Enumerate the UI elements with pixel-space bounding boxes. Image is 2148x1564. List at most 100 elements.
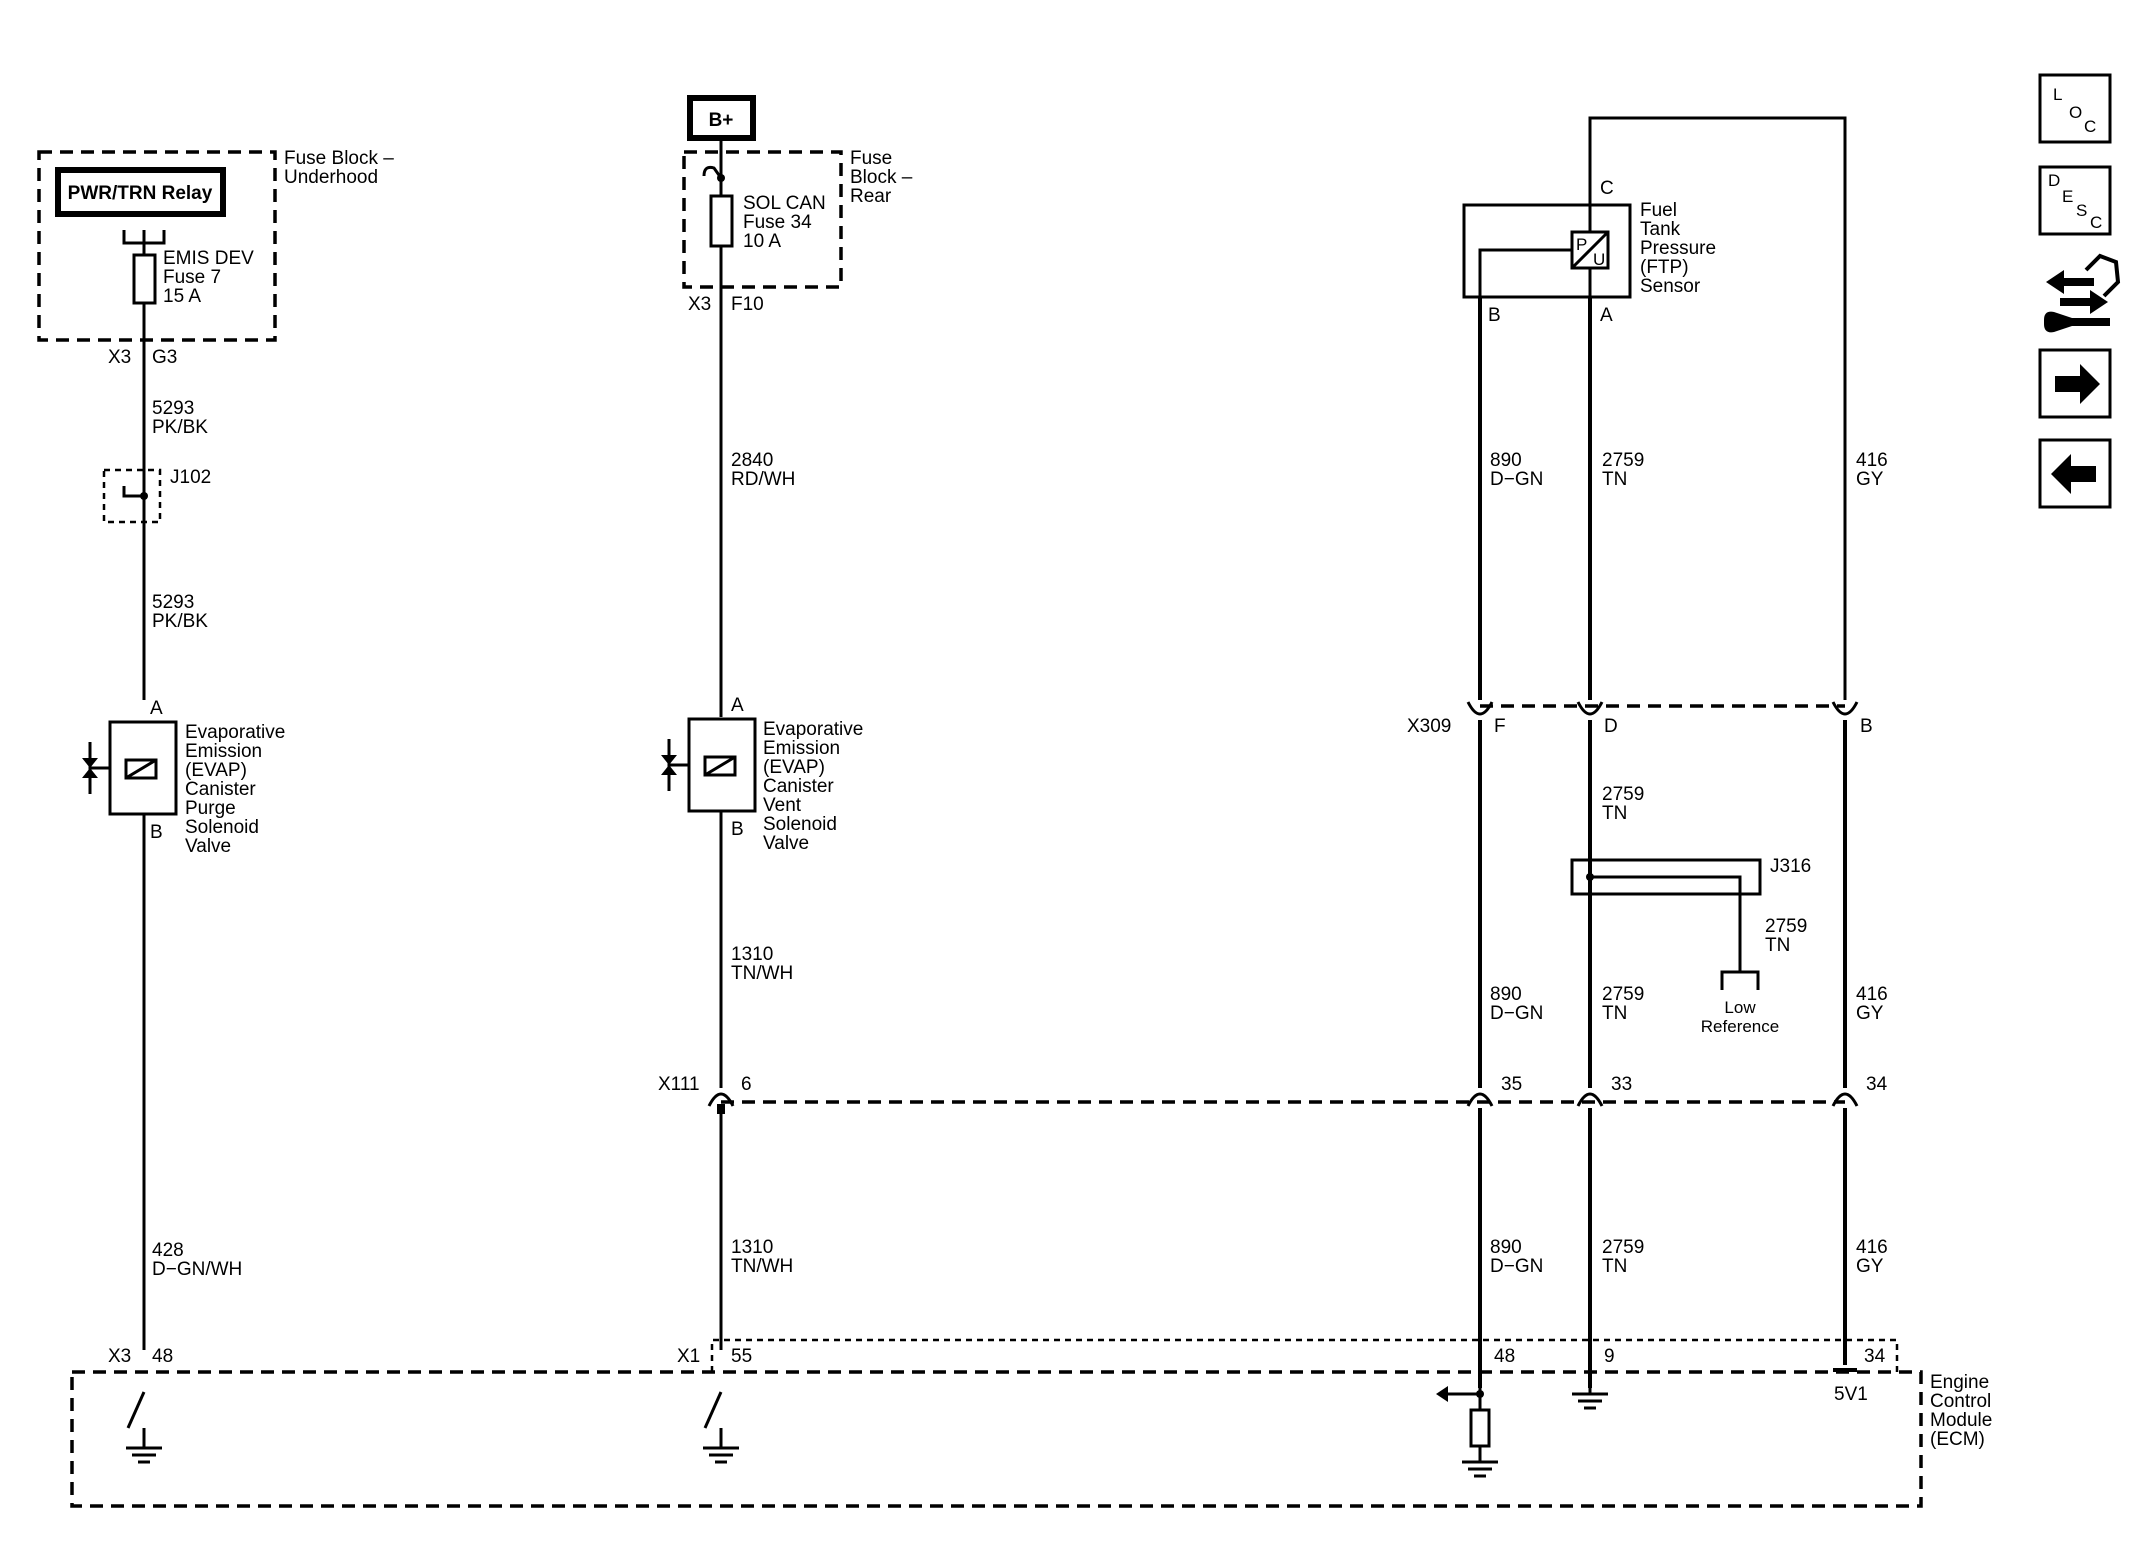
ftp-label-5: Sensor — [1640, 276, 1701, 297]
ftp-mid-wire-1-number: 890 — [1490, 984, 1522, 1005]
low-reference-label-1: Low — [1724, 998, 1756, 1017]
ftp-wire-labels-lower: 890 D−GN 2759 TN 416 GY — [1490, 1237, 1888, 1277]
desc-letter-e: E — [2062, 187, 2073, 206]
j316-wire-number: 2759 — [1602, 784, 1644, 805]
ftp-upper-wire-1-color: D−GN — [1490, 469, 1543, 490]
vent-solenoid-label-1: Evaporative — [763, 719, 863, 740]
ecm-pin-34: 34 — [1864, 1346, 1886, 1367]
sol-can-fuse-icon — [709, 194, 734, 248]
previous-page-button[interactable] — [2038, 438, 2112, 509]
fuse-block-rear-label-1: Fuse — [850, 148, 892, 169]
ftp-lower-wire-3-color: GY — [1856, 1256, 1884, 1277]
ftp-pin-a: A — [1600, 305, 1613, 326]
connector-tools-icon[interactable] — [2044, 253, 2121, 333]
x111-pin-34: 34 — [1866, 1074, 1888, 1095]
ecm-pin-9: 9 — [1604, 1346, 1615, 1367]
pwr-trn-relay-label: PWR/TRN Relay — [68, 183, 213, 204]
fuse-block-underhood-connector: X3 — [108, 347, 131, 368]
vent-wire1-number: 2840 — [731, 450, 773, 471]
fuse-block-underhood-pin: G3 — [152, 347, 177, 368]
j316-label: J316 — [1770, 856, 1811, 877]
vent-solenoid-label-4: Canister — [763, 776, 834, 797]
ftp-wire-labels-mid: 890 D−GN 2759 TN 416 GY — [1490, 984, 1888, 1024]
emis-dev-fuse-icon — [132, 253, 157, 305]
fuse-block-underhood-label-2: Underhood — [284, 167, 378, 188]
purge-solenoid-label-3: (EVAP) — [185, 760, 247, 781]
x309-pin-d: D — [1604, 716, 1618, 737]
purge-ecm-connector: X3 — [108, 1346, 131, 1367]
ftp-lower-wire-1-number: 890 — [1490, 1237, 1522, 1258]
vent-wire3-number: 1310 — [731, 1237, 773, 1258]
j102-splice: J102 — [102, 467, 211, 524]
ftp-sensor: P U C B A Fuel Tank Pressure (FTP) Senso… — [1462, 116, 1847, 700]
j102-label: J102 — [170, 467, 211, 488]
ftp-pin-c: C — [1600, 178, 1614, 199]
purge-circuit: 5293 PK/BK J102 5293 PK/BK A B Evaporati… — [82, 243, 285, 1464]
arrow-left-icon — [2051, 454, 2096, 494]
fuse-block-rear: B+ SOL CAN Fuse 34 10 A Fuse Block – Rea… — [682, 95, 913, 315]
ecm-label-3: Module — [1930, 1410, 1992, 1431]
vent-wire2-color: TN/WH — [731, 963, 793, 984]
ftp-label-2: Tank — [1640, 219, 1681, 240]
desc-button[interactable]: D E S C — [2038, 165, 2112, 236]
engine-control-module: 48 9 34 5V1 Engine Control Module (ECM) — [70, 1338, 1992, 1508]
vent-solenoid — [661, 717, 757, 813]
ecm-low-reference-ground-icon — [1572, 1388, 1608, 1410]
x309-connector: X309 F D B — [1407, 701, 1873, 737]
pressure-symbol-p: P — [1576, 235, 1587, 254]
loc-letter-c: C — [2084, 117, 2096, 136]
ftp-mid-wire-3-color: GY — [1856, 1003, 1884, 1024]
ftp-mid-wire-2-color: TN — [1602, 1003, 1627, 1024]
purge-wire2-color: PK/BK — [152, 611, 208, 632]
ecm-label-4: (ECM) — [1930, 1429, 1985, 1450]
purge-ecm-pin: 48 — [152, 1346, 173, 1367]
next-page-button[interactable] — [2038, 348, 2112, 419]
x309-label: X309 — [1407, 716, 1451, 737]
sol-can-fuse-rating: 10 A — [743, 231, 781, 252]
emis-dev-fuse-rating: 15 A — [163, 286, 201, 307]
pwr-trn-relay: PWR/TRN Relay — [55, 167, 226, 217]
x111-pin-35: 35 — [1501, 1074, 1522, 1095]
purge-solenoid-label-4: Canister — [185, 779, 256, 800]
emis-dev-fuse-name: EMIS DEV — [163, 248, 254, 269]
ftp-label-1: Fuel — [1640, 200, 1677, 221]
purge-solenoid-label-1: Evaporative — [185, 722, 285, 743]
vent-ecm-connector: X1 — [677, 1346, 700, 1367]
vent-circuit: 2840 RD/WH A B Evaporative Emission (EVA… — [658, 290, 863, 1464]
fuse-block-rear-pin: F10 — [731, 294, 764, 315]
fuse-block-rear-label-3: Rear — [850, 186, 892, 207]
desc-letter-d: D — [2048, 171, 2060, 190]
ecm-supply-5v1: 5V1 — [1834, 1384, 1868, 1405]
vent-solenoid-actuator-icon — [661, 739, 689, 791]
x111-pin-6: 6 — [741, 1074, 752, 1095]
vent-wire2-number: 1310 — [731, 944, 773, 965]
vent-pin-a: A — [731, 695, 744, 716]
vent-solenoid-label-6: Solenoid — [763, 814, 837, 835]
vent-driver-switch-icon — [703, 1391, 739, 1464]
ftp-upper-wire-3-color: GY — [1856, 469, 1884, 490]
loc-letter-l: L — [2053, 85, 2062, 104]
ecm-pin-48: 48 — [1494, 1346, 1515, 1367]
loc-button[interactable]: L O C — [2038, 73, 2112, 144]
ftp-lower-wire-2-number: 2759 — [1602, 1237, 1644, 1258]
loc-letter-o: O — [2069, 103, 2082, 122]
vent-solenoid-label-7: Valve — [763, 833, 809, 854]
j316-splice: 2759 TN J316 2759 TN Low Reference — [1570, 784, 1811, 1036]
ftp-pin-b: B — [1488, 305, 1501, 326]
purge-solenoid-label-5: Purge — [185, 798, 236, 819]
sol-can-fuse-number: Fuse 34 — [743, 212, 812, 233]
vent-solenoid-label-5: Vent — [763, 795, 802, 816]
purge-solenoid-actuator-icon — [82, 742, 110, 794]
ftp-wiring — [1478, 297, 1847, 1388]
x111-connector-label: X111 — [658, 1074, 700, 1095]
ecm-label-1: Engine — [1930, 1372, 1989, 1393]
purge-wire3-color: D−GN/WH — [152, 1259, 242, 1280]
j316-branch-color: TN — [1765, 935, 1790, 956]
ftp-mid-wire-1-color: D−GN — [1490, 1003, 1543, 1024]
arrow-right-icon — [2055, 364, 2100, 404]
ftp-mid-wire-2-number: 2759 — [1602, 984, 1644, 1005]
desc-letter-s: S — [2076, 201, 2087, 220]
x309-pin-f: F — [1494, 716, 1506, 737]
purge-pin-b: B — [150, 822, 163, 843]
